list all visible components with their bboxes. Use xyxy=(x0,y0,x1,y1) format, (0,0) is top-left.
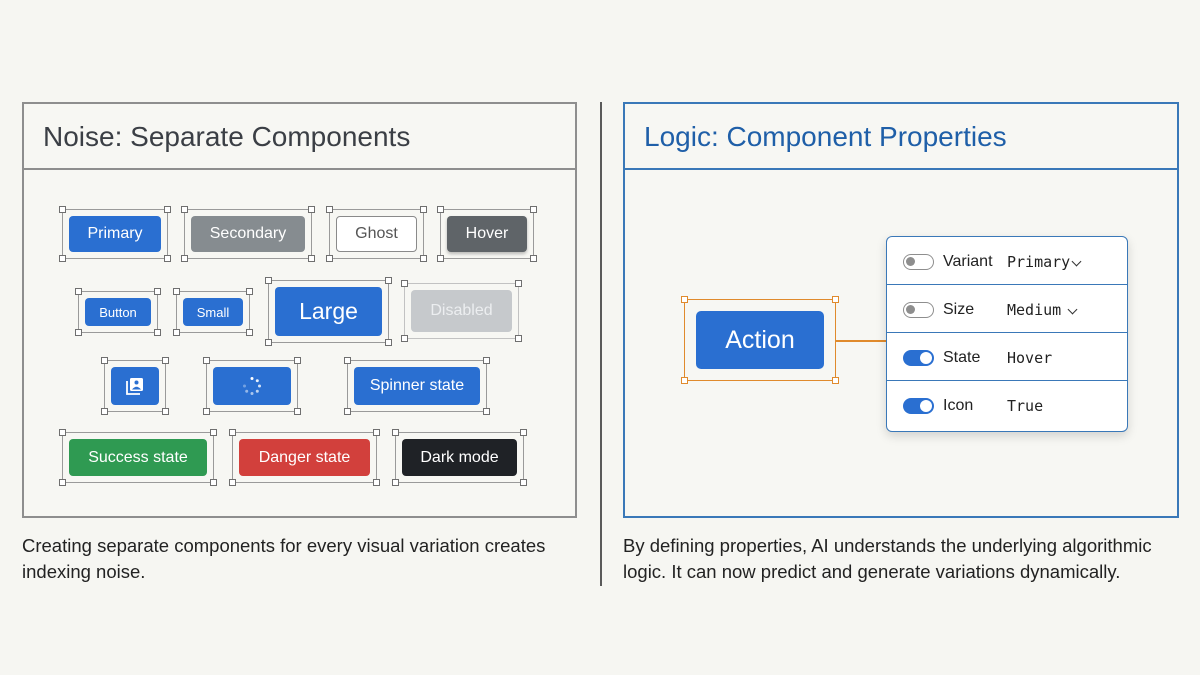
size-toggle[interactable] xyxy=(903,302,934,318)
hover-button[interactable]: Hover xyxy=(447,216,527,252)
image-icon xyxy=(126,378,143,395)
disabled-button: Disabled xyxy=(411,290,512,332)
default-button[interactable]: Button xyxy=(85,298,151,326)
spinner-icon xyxy=(243,377,261,395)
logic-caption: By defining properties, AI understands t… xyxy=(623,535,1152,582)
secondary-button[interactable]: Secondary xyxy=(191,216,305,252)
small-button[interactable]: Small xyxy=(183,298,243,326)
selection-frame-large[interactable]: Large xyxy=(265,277,392,346)
selection-frame-success[interactable]: Success state xyxy=(59,429,217,486)
variant-toggle[interactable] xyxy=(903,254,934,270)
property-name: State xyxy=(943,349,981,366)
selection-frame-primary[interactable]: Primary xyxy=(59,206,171,262)
property-row-size[interactable]: Size Medium xyxy=(887,285,1127,333)
selection-frame-spinner[interactable] xyxy=(203,357,301,415)
noise-panel-title: Noise: Separate Components xyxy=(24,104,575,170)
property-name: Variant xyxy=(943,253,993,270)
property-connector xyxy=(836,340,887,342)
icon-value: True xyxy=(1007,397,1044,415)
selection-frame-secondary[interactable]: Secondary xyxy=(181,206,315,262)
ghost-button[interactable]: Ghost xyxy=(336,216,417,252)
selection-frame-button[interactable]: Button xyxy=(75,288,161,336)
dark-mode-button[interactable]: Dark mode xyxy=(402,439,517,476)
selection-frame-dark[interactable]: Dark mode xyxy=(392,429,527,486)
property-name: Icon xyxy=(943,397,974,414)
chevron-down-icon[interactable] xyxy=(1071,256,1082,267)
size-dropdown[interactable]: Medium xyxy=(1007,301,1062,319)
property-row-variant[interactable]: Variant Primary xyxy=(887,237,1127,285)
state-value: Hover xyxy=(1007,349,1053,367)
state-toggle[interactable] xyxy=(903,350,934,366)
noise-caption: Creating separate components for every v… xyxy=(22,535,546,582)
icon-button[interactable] xyxy=(111,367,159,405)
loading-button[interactable] xyxy=(213,367,291,405)
selection-frame-ghost[interactable]: Ghost xyxy=(326,206,427,262)
success-state-button[interactable]: Success state xyxy=(69,439,207,476)
action-button[interactable]: Action xyxy=(696,311,824,369)
icon-toggle[interactable] xyxy=(903,398,934,414)
selection-frame-small[interactable]: Small xyxy=(173,288,253,336)
large-button[interactable]: Large xyxy=(275,287,382,336)
panel-divider xyxy=(600,102,602,586)
selection-frame-icon[interactable] xyxy=(101,357,169,415)
property-row-state[interactable]: State Hover xyxy=(887,333,1127,381)
selection-frame-disabled: Disabled xyxy=(401,280,522,342)
selection-frame-hover[interactable]: Hover xyxy=(437,206,537,262)
variant-dropdown[interactable]: Primary xyxy=(1007,253,1071,271)
selection-frame-spinner-state[interactable]: Spinner state xyxy=(344,357,490,415)
property-row-icon[interactable]: Icon True xyxy=(887,381,1127,429)
property-name: Size xyxy=(943,301,975,318)
spinner-state-button[interactable]: Spinner state xyxy=(354,367,480,405)
properties-panel: Variant Primary Size Medium State Hover … xyxy=(886,236,1128,432)
logic-panel-title: Logic: Component Properties xyxy=(625,104,1177,170)
selection-frame-action[interactable]: Action xyxy=(681,296,839,384)
selection-frame-danger[interactable]: Danger state xyxy=(229,429,380,486)
danger-state-button[interactable]: Danger state xyxy=(239,439,370,476)
chevron-down-icon[interactable] xyxy=(1067,304,1078,315)
primary-button[interactable]: Primary xyxy=(69,216,161,252)
